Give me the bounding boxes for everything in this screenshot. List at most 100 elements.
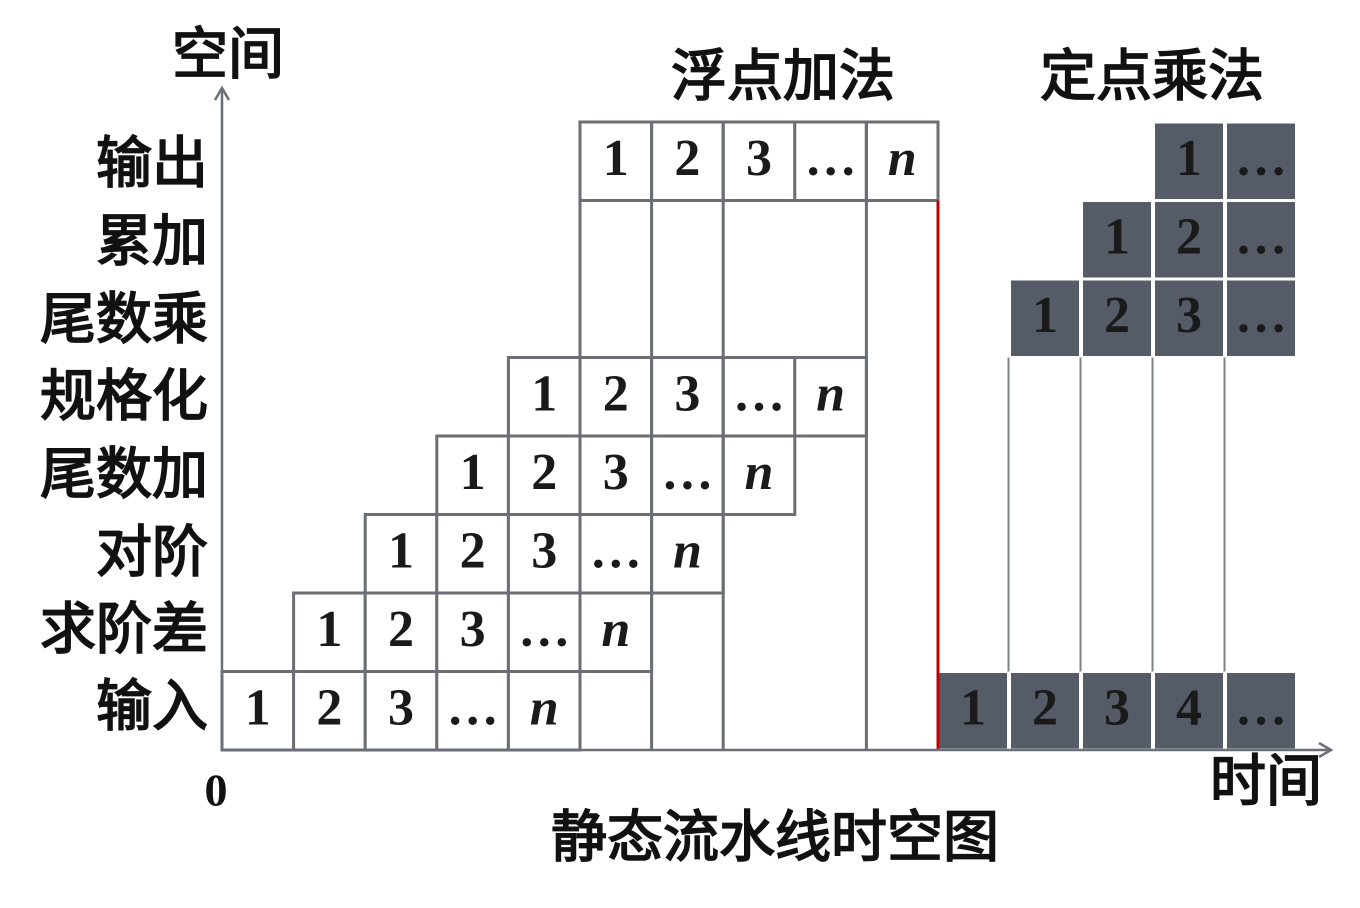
- float-add-cell-box: [793, 356, 868, 438]
- float-add-cell-output: 3: [721, 120, 797, 202]
- float-add-cell-mantissa-add: …: [650, 434, 725, 516]
- fixed-mul-cell-box: [1227, 673, 1295, 749]
- float-add-cell-exp-diff: …: [506, 591, 582, 673]
- float-add-cell-box: [506, 513, 582, 595]
- float-add-cell-box: [435, 670, 510, 752]
- float-add-task-label: 3: [674, 365, 700, 422]
- float-add-task-label: 2: [460, 522, 486, 579]
- fixed-mul-cell-box: [1155, 202, 1223, 278]
- fixed-mul-task-label: 1: [960, 679, 986, 736]
- float-add-task-label: n: [530, 679, 559, 736]
- float-add-task-label: 3: [531, 522, 557, 579]
- fixed-mul-cell-input: 2: [1011, 673, 1079, 749]
- fixed-mul-cell-mantissa-mul: …: [1227, 280, 1295, 356]
- fixed-mul-cell-box: [1227, 202, 1295, 278]
- stage-label-mantissa-add: 尾数加: [40, 443, 208, 508]
- float-add-cell-box: [578, 513, 654, 595]
- fixed-mul-task-label: 1: [1104, 208, 1130, 265]
- fixed-mul-task-label: 3: [1176, 287, 1202, 344]
- float-add-cell-align: n: [650, 513, 725, 595]
- fixed-mul-cell-box: [939, 673, 1007, 749]
- stage-label-normalize: 规格化: [40, 365, 208, 430]
- stage-label-accumulate: 累加: [96, 210, 208, 275]
- float-add-task-label: …: [661, 444, 713, 501]
- fixed-mul-cell-box: [1155, 673, 1223, 749]
- float-add-task-label: n: [745, 444, 774, 501]
- float-add-cell-box: [650, 120, 725, 202]
- origin-label: 0: [205, 765, 228, 816]
- fixed-mul-cell-box: [1083, 280, 1151, 356]
- float-add-task-label: 3: [603, 444, 629, 501]
- fixed-mul-cell-accumulate: 2: [1155, 202, 1223, 278]
- float-add-cell-input: n: [506, 670, 582, 752]
- float-add-task-label: 1: [245, 679, 271, 736]
- float-add-task-label: …: [590, 522, 642, 579]
- float-add-cell-box: [435, 591, 510, 673]
- float-add-cell-normalize: 1: [506, 356, 582, 438]
- fixed-mul-cell-mantissa-mul: 2: [1083, 280, 1151, 356]
- fixed-mul-cell-accumulate: …: [1227, 202, 1295, 278]
- fixed-mul-task-label: 1: [1032, 287, 1058, 344]
- float-add-task-label: …: [733, 365, 785, 422]
- float-add-cell-input: …: [435, 670, 510, 752]
- float-add-cell-output: 2: [650, 120, 725, 202]
- float-add-cell-align: 3: [506, 513, 582, 595]
- float-add-cell-normalize: 3: [650, 356, 725, 438]
- float-add-task-label: 1: [603, 130, 629, 187]
- float-add-task-label: 1: [531, 365, 557, 422]
- stage-label-mantissa-mul: 尾数乘: [40, 288, 208, 353]
- fixed-mul-task-label: 2: [1104, 287, 1130, 344]
- float-add-cell-align: 1: [363, 513, 439, 595]
- fixed-mul-cell-box: [1227, 123, 1295, 199]
- fixed-mul-task-label: 4: [1176, 679, 1202, 736]
- float-add-title: 浮点加法: [671, 45, 895, 110]
- float-add-cell-box: [793, 120, 868, 202]
- float-add-cell-mantissa-add: n: [721, 434, 797, 516]
- float-add-task-label: 2: [531, 444, 557, 501]
- fixed-mul-cell-input: 1: [939, 673, 1007, 749]
- fixed-mul-task-label: 1: [1176, 130, 1202, 187]
- float-add-task-label: 2: [388, 601, 414, 658]
- float-add-task-label: 1: [460, 444, 486, 501]
- space-axis-arrow-icon: [213, 85, 231, 101]
- float-add-cell-normalize: 2: [578, 356, 654, 438]
- fixed-mul-cell-mantissa-mul: 1: [1011, 280, 1079, 356]
- fixed-mul-cell-box: [1011, 280, 1079, 356]
- fixed-mul-cell-box: [1083, 673, 1151, 749]
- fixed-mul-cell-input: …: [1227, 673, 1295, 749]
- float-add-cell-mantissa-add: 1: [435, 434, 510, 516]
- float-add-cell-output: 1: [578, 120, 654, 202]
- space-axis-label: 空间: [172, 23, 284, 88]
- float-add-cell-align: 2: [435, 513, 510, 595]
- float-add-cell-box: [721, 434, 797, 516]
- fixed-mul-cell-output: 1: [1155, 123, 1223, 199]
- fixed-mul-task-label: 3: [1104, 679, 1130, 736]
- float-add-task-label: n: [601, 601, 630, 658]
- fixed-mul-task-label: 2: [1032, 679, 1058, 736]
- float-add-cell-exp-diff: n: [578, 591, 654, 673]
- time-axis-label: 时间: [1210, 750, 1322, 815]
- float-add-cell-box: [292, 670, 367, 752]
- float-add-cell-exp-diff: 1: [292, 591, 367, 673]
- float-add-task-label: 3: [460, 601, 486, 658]
- fixed-mul-task-label: 2: [1176, 208, 1202, 265]
- float-add-cell-mantissa-add: 2: [506, 434, 582, 516]
- fixed-mul-cell-mantissa-mul: 3: [1155, 280, 1223, 356]
- fixed-mul-cell-box: [1227, 280, 1295, 356]
- fixed-mul-cell-box: [1155, 280, 1223, 356]
- float-add-cell-exp-diff: 2: [363, 591, 439, 673]
- float-add-cell-box: [864, 120, 940, 202]
- float-add-cell-exp-diff: 3: [435, 591, 510, 673]
- float-add-task-label: 2: [603, 365, 629, 422]
- float-add-cell-input: 1: [220, 670, 296, 752]
- fixed-mul-task-label: …: [1235, 679, 1287, 736]
- float-add-cell-box: [650, 434, 725, 516]
- float-add-task-label: 1: [316, 601, 342, 658]
- float-add-cell-input: 3: [363, 670, 439, 752]
- float-add-cell-output: n: [864, 120, 940, 202]
- float-add-task-label: …: [518, 601, 570, 658]
- float-add-task-label: 1: [388, 522, 414, 579]
